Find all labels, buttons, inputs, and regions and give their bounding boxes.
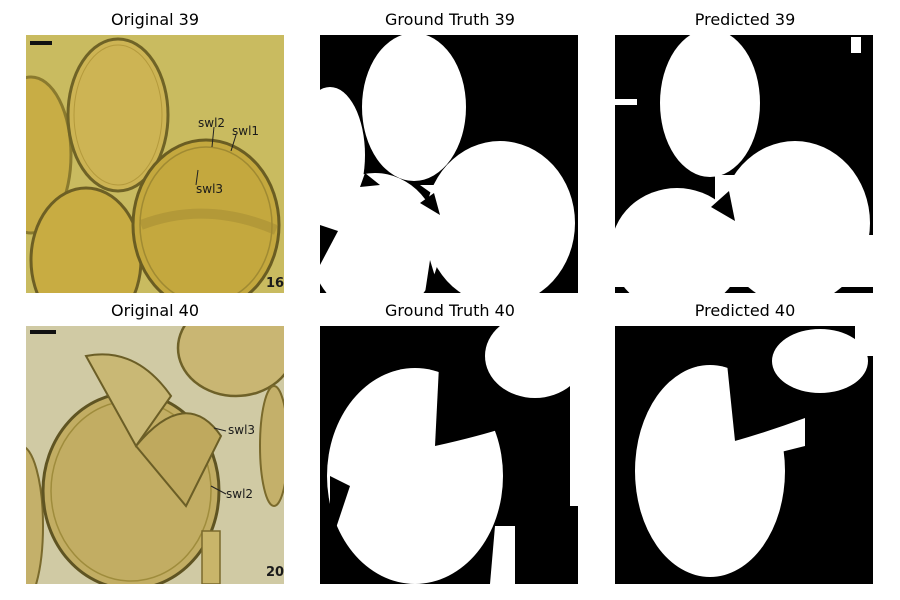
ground-truth-39-mask	[320, 35, 578, 293]
predicted-40-svg	[615, 326, 873, 584]
original-39-title: Original 39	[110, 10, 200, 29]
swl1-label: swl1	[232, 124, 259, 138]
original-39-micrograph: swl2 swl1 swl3 16	[26, 35, 284, 293]
original-40-title: Original 40	[110, 301, 200, 320]
swl2-label: swl2	[198, 116, 225, 130]
predicted-39-title: Predicted 39	[694, 10, 796, 29]
predicted-39-mask	[615, 35, 873, 293]
predicted-40-mask	[615, 326, 873, 584]
swl3-label: swl3	[196, 182, 223, 196]
ground-truth-40-title: Ground Truth 40	[385, 301, 515, 320]
swl2-label: swl2	[226, 487, 253, 501]
original-40-image: swl3 swl2 20	[26, 326, 284, 584]
ground-truth-39-svg	[320, 35, 578, 293]
plate-number: 16	[266, 276, 284, 291]
ground-truth-40-svg	[320, 326, 578, 584]
original-40-micrograph: swl3 swl2 20	[26, 326, 284, 584]
scale-bar	[30, 330, 56, 334]
swl3-label: swl3	[228, 423, 255, 437]
predicted-40-title: Predicted 40	[694, 301, 796, 320]
original-39-image: swl2 swl1 swl3 16	[26, 35, 284, 293]
predicted-39-svg	[615, 35, 873, 293]
plate-number: 20	[266, 565, 284, 580]
scale-bar	[30, 41, 52, 45]
ground-truth-39-title: Ground Truth 39	[385, 10, 515, 29]
ground-truth-40-mask	[320, 326, 578, 584]
